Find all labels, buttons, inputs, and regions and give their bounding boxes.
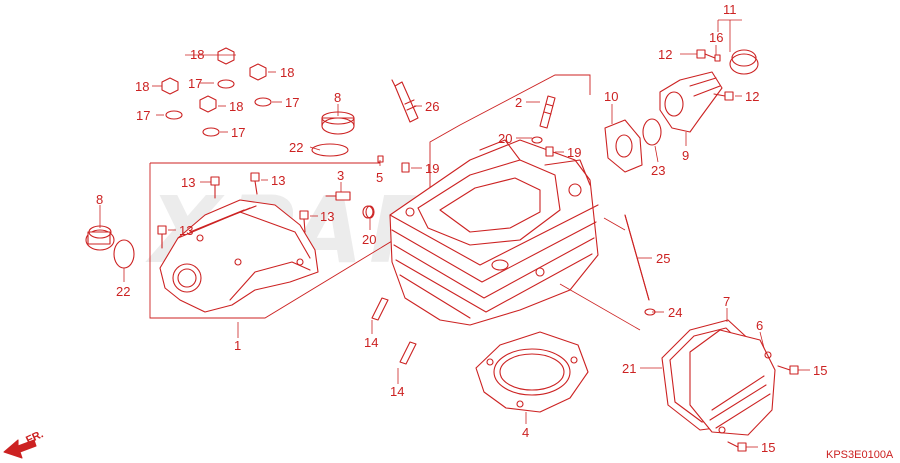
bolt-12-right[interactable] bbox=[713, 91, 734, 101]
pin-5[interactable] bbox=[377, 155, 384, 163]
nut-19-left[interactable] bbox=[401, 162, 410, 173]
callout-19-right: 19 bbox=[567, 145, 581, 160]
callout-17-c: 17 bbox=[136, 108, 150, 123]
nut-18-d[interactable] bbox=[199, 95, 217, 113]
callout-12-top: 12 bbox=[658, 47, 672, 62]
callout-26: 26 bbox=[425, 99, 439, 114]
diagram-code: KPS3E0100A bbox=[826, 449, 894, 461]
screw-16[interactable] bbox=[714, 54, 721, 62]
callout-17-d: 17 bbox=[231, 125, 245, 140]
intake-pipe[interactable] bbox=[659, 71, 723, 133]
washer-17-d[interactable] bbox=[202, 127, 220, 137]
cylinder-head-cover[interactable] bbox=[159, 199, 319, 313]
callout-17-b: 17 bbox=[285, 95, 299, 110]
bolt-15-lower[interactable] bbox=[727, 441, 747, 452]
callout-8-tappet: 8 bbox=[334, 90, 341, 105]
washer-20-top[interactable] bbox=[531, 136, 543, 144]
bolt-13-d[interactable] bbox=[157, 225, 167, 249]
nut-18-c[interactable] bbox=[249, 63, 267, 81]
callout-4: 4 bbox=[522, 425, 529, 440]
filler-o-ring[interactable] bbox=[113, 239, 135, 269]
callout-14-lower: 14 bbox=[390, 384, 404, 399]
callout-24: 24 bbox=[668, 305, 682, 320]
callout-5: 5 bbox=[376, 170, 383, 185]
front-direction-arrow: FR. bbox=[3, 428, 45, 459]
tappet-cap[interactable] bbox=[321, 111, 355, 135]
nut-18-a[interactable] bbox=[217, 47, 235, 65]
callout-10: 10 bbox=[604, 89, 618, 104]
callout-2: 2 bbox=[515, 95, 522, 110]
spark-plug[interactable] bbox=[391, 79, 419, 123]
callout-12-right: 12 bbox=[745, 89, 759, 104]
nut-19-right[interactable] bbox=[545, 146, 554, 157]
intake-band[interactable] bbox=[729, 49, 759, 75]
callout-6: 6 bbox=[756, 318, 763, 333]
callout-8-filler: 8 bbox=[96, 192, 103, 207]
bolt-13-b[interactable] bbox=[250, 172, 260, 195]
callout-13-d: 13 bbox=[179, 223, 193, 238]
washer-17-a[interactable] bbox=[217, 79, 235, 89]
callout-18-b: 18 bbox=[135, 79, 149, 94]
callout-21: 21 bbox=[622, 361, 636, 376]
callout-18-c: 18 bbox=[280, 65, 294, 80]
callout-17-a: 17 bbox=[188, 76, 202, 91]
callout-22-tappet: 22 bbox=[289, 140, 303, 155]
insulator-gasket[interactable] bbox=[604, 119, 643, 173]
washer-17-c[interactable] bbox=[165, 110, 183, 120]
callout-14-upper: 14 bbox=[364, 335, 378, 350]
intake-o-ring[interactable] bbox=[642, 118, 662, 146]
cylinder-head-gasket[interactable] bbox=[475, 331, 589, 413]
callout-25: 25 bbox=[656, 251, 670, 266]
nut-18-b[interactable] bbox=[161, 77, 179, 95]
callout-20-mid: 20 bbox=[362, 232, 376, 247]
callout-1: 1 bbox=[234, 338, 241, 353]
long-stud-bolt[interactable] bbox=[624, 214, 650, 301]
callout-16: 16 bbox=[709, 30, 723, 45]
callout-labels: 1 2 3 4 5 6 7 8 8 9 10 11 12 12 13 13 13… bbox=[96, 2, 827, 455]
callout-13-a: 13 bbox=[181, 175, 195, 190]
cylinder-side-cover[interactable] bbox=[689, 329, 776, 436]
bolt-13-a[interactable] bbox=[210, 176, 220, 199]
callout-20-top: 20 bbox=[498, 131, 512, 146]
bolt-12-top[interactable] bbox=[696, 49, 716, 59]
assembly-bracket bbox=[149, 74, 591, 319]
callout-13-c: 13 bbox=[320, 209, 334, 224]
cam-sensor-bolt[interactable] bbox=[325, 191, 351, 201]
callout-23: 23 bbox=[651, 163, 665, 178]
callout-22-filler: 22 bbox=[116, 284, 130, 299]
callout-18-d: 18 bbox=[229, 99, 243, 114]
oil-filler-cap[interactable] bbox=[85, 225, 115, 251]
dowel-pin-upper[interactable] bbox=[371, 297, 389, 321]
callout-13-b: 13 bbox=[271, 173, 285, 188]
stud-bolt[interactable] bbox=[539, 95, 556, 129]
callout-19-left: 19 bbox=[425, 161, 439, 176]
callout-7: 7 bbox=[723, 294, 730, 309]
bolt-13-c[interactable] bbox=[299, 210, 309, 233]
washer-17-b[interactable] bbox=[254, 97, 272, 107]
callout-11: 11 bbox=[723, 2, 737, 17]
direction-label: FR. bbox=[24, 428, 45, 446]
callout-15-upper: 15 bbox=[813, 363, 827, 378]
bolt-15-upper[interactable] bbox=[777, 365, 799, 375]
dowel-pin-lower[interactable] bbox=[399, 341, 417, 365]
leader-lines bbox=[99, 19, 810, 448]
small-washer[interactable] bbox=[362, 205, 374, 219]
callout-18-a: 18 bbox=[190, 47, 204, 62]
tappet-o-ring[interactable] bbox=[311, 143, 349, 157]
callout-3: 3 bbox=[337, 168, 344, 183]
callout-15-lower: 15 bbox=[761, 440, 775, 455]
callout-9: 9 bbox=[682, 148, 689, 163]
